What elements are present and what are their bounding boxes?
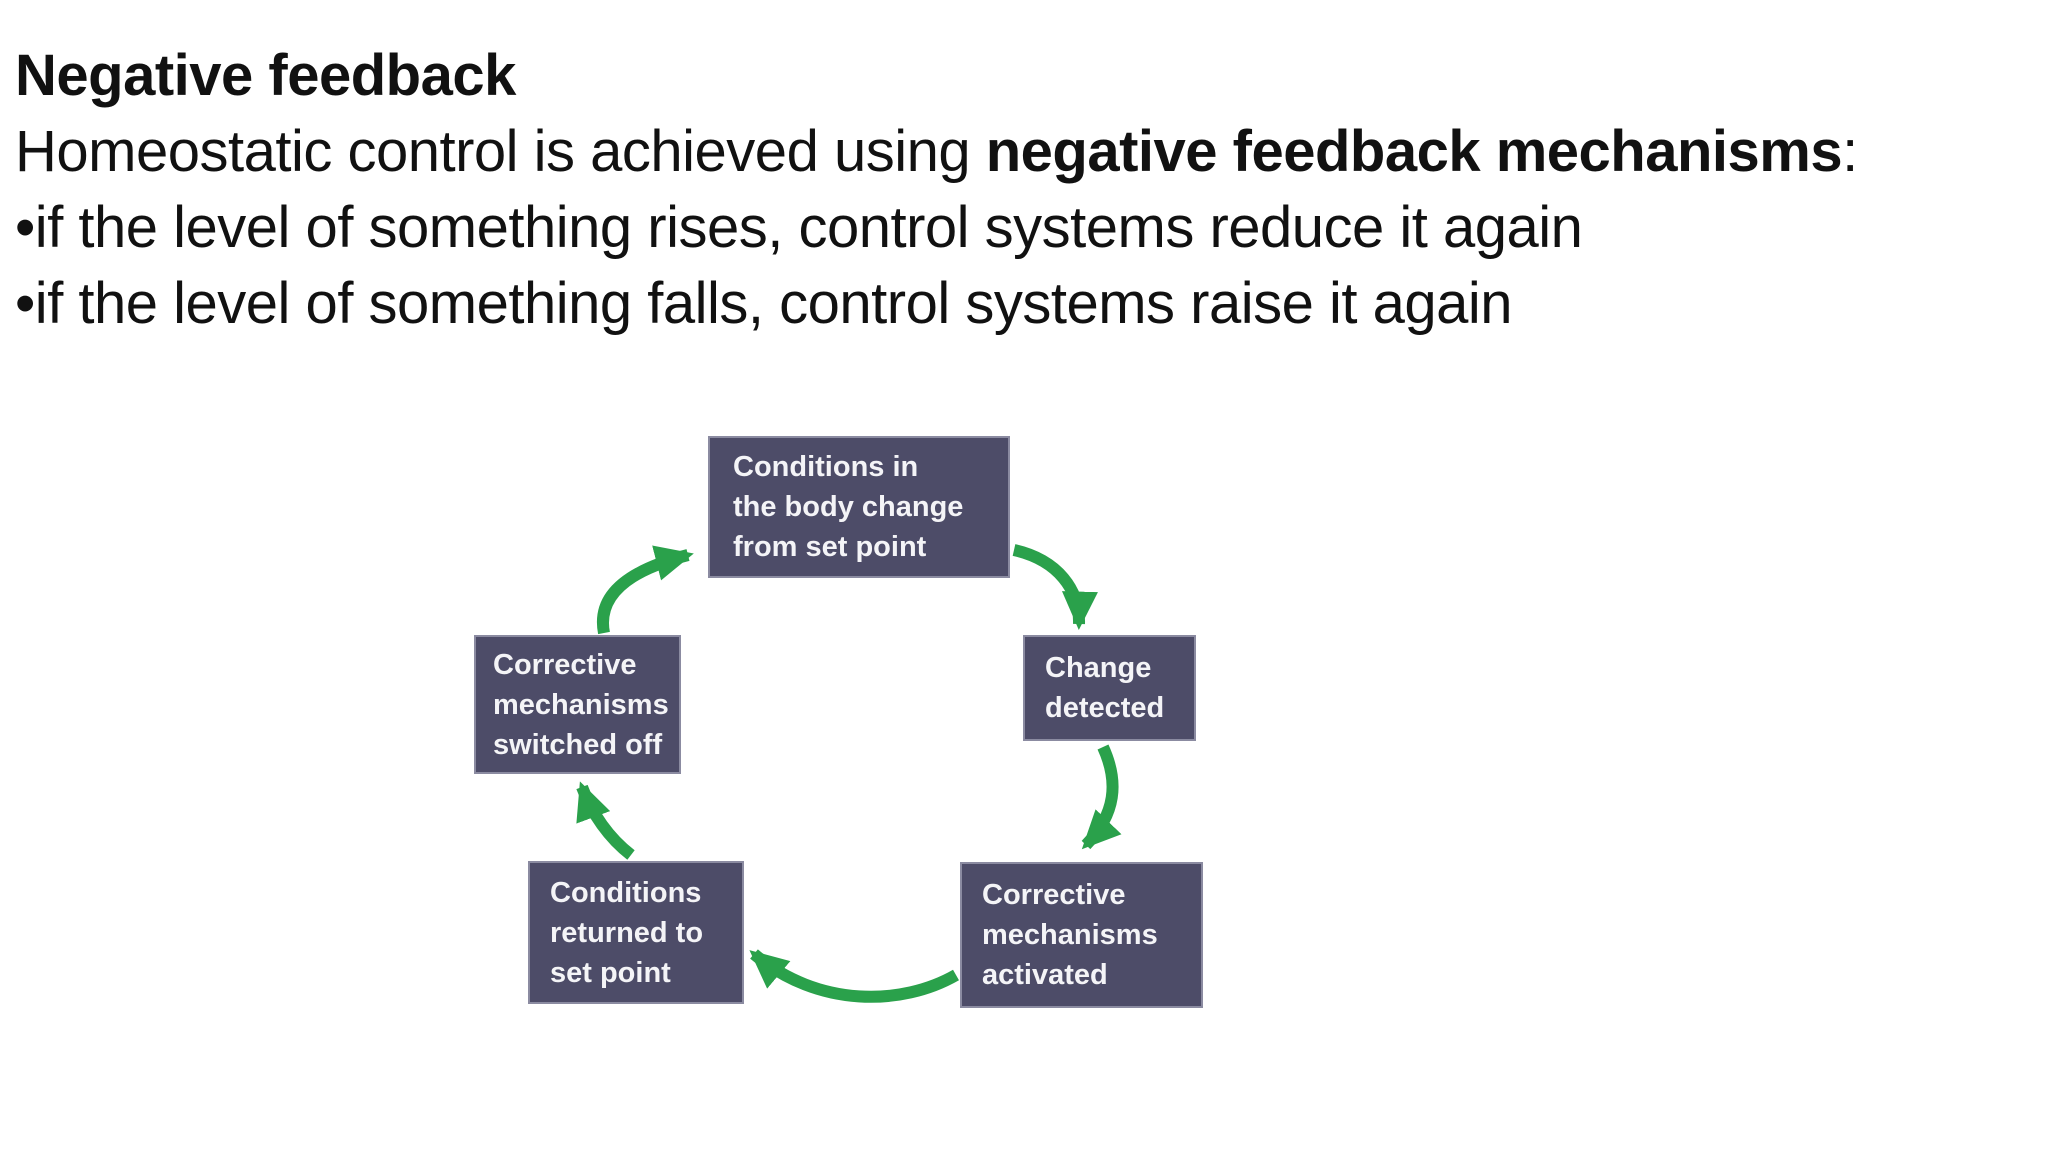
intro-line-suffix: : bbox=[1842, 119, 1858, 184]
header-text-block: Negative feedback Homeostatic control is… bbox=[15, 38, 2028, 342]
arrow-change-detected-to-corrective-activated-icon bbox=[1081, 744, 1122, 850]
arrow-conditions-change-to-change-detected-icon bbox=[1012, 544, 1098, 630]
page-title: Negative feedback bbox=[15, 43, 516, 108]
intro-line-bold: negative feedback mechanisms bbox=[985, 119, 1843, 184]
intro-line: Homeostatic control is achieved using ne… bbox=[15, 114, 2028, 190]
node-conditions-change: Conditions in the body change from set p… bbox=[708, 436, 1010, 578]
arrow-conditions-returned-to-switched-off-icon bbox=[576, 781, 635, 860]
node-corrective-activated: Corrective mechanisms activated bbox=[960, 862, 1203, 1008]
node-corrective-switched-off: Corrective mechanisms switched off bbox=[474, 635, 681, 774]
bullet-item-falls: •if the level of something falls, contro… bbox=[15, 271, 1513, 336]
intro-line-prefix: Homeostatic control is achieved using bbox=[15, 119, 986, 184]
bullet-item-rises: •if the level of something rises, contro… bbox=[15, 195, 1583, 260]
node-change-detected: Change detected bbox=[1023, 635, 1196, 741]
node-conditions-returned: Conditions returned to set point bbox=[528, 861, 744, 1004]
arrow-switched-off-to-conditions-change-icon bbox=[596, 545, 694, 635]
arrow-corrective-activated-to-conditions-returned-icon bbox=[749, 949, 959, 1003]
